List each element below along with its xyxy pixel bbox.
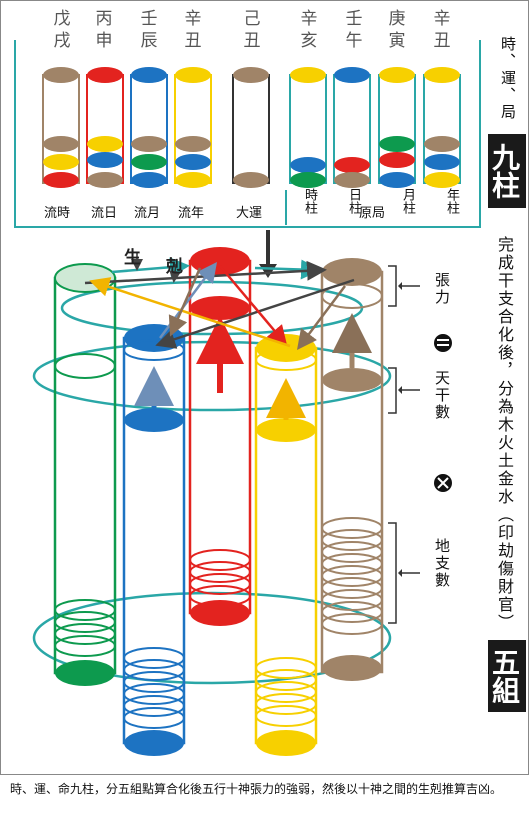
cylinder-yellow [254, 334, 318, 756]
cylinder-liuri [86, 67, 124, 188]
pillar-label: 月柱 [400, 188, 415, 214]
pillar-label: 大運 [236, 206, 263, 221]
pillar-chars: 壬午 [345, 9, 363, 51]
pillar-label: 日柱 [346, 188, 361, 214]
cylinder-yuezhu [378, 67, 416, 188]
right-title: 九柱 [488, 134, 526, 208]
right-label: 時、運、局 [499, 36, 517, 121]
caption: 時、運、命九柱，分五組點算合化後五行十神張力的強弱，然後以十神之間的生剋推算吉凶… [10, 782, 503, 796]
tiangan-label: 天干數 [433, 370, 451, 421]
pillar-label: 流年 [178, 206, 205, 221]
pillar-label: 時柱 [302, 188, 317, 214]
cylinder-blue [122, 324, 186, 756]
pillar-chars: 壬辰 [140, 9, 158, 51]
cylinder-liushi [42, 67, 80, 188]
nine-pillars-box [14, 40, 481, 228]
right-panel-title: 五組 [488, 640, 526, 712]
pillar-label: 年柱 [444, 188, 459, 214]
right-panel-text: 完成干支合化後，分為木火土金水（印劫傷財官） [495, 236, 514, 632]
cylinder-rizhu [333, 67, 371, 188]
cylinder-nianzhu [423, 67, 461, 188]
cylinder-dayun [232, 67, 270, 188]
sheng-label: 生 [124, 248, 141, 268]
pillar-label: 流時 [44, 206, 71, 221]
pillar-chars: 己丑 [243, 9, 261, 51]
pillar-chars: 庚寅 [388, 9, 406, 51]
main-diagram [32, 230, 452, 756]
pillar-chars: 戊戌 [53, 9, 71, 51]
cylinder-red [188, 247, 252, 626]
cylinder-brown [320, 258, 384, 681]
cylinder-shizhu [289, 67, 327, 188]
cylinder-liuyue [130, 67, 168, 188]
cylinder-liunian [174, 67, 212, 188]
pillar-chars: 辛丑 [433, 9, 451, 51]
pillar-label: 原局 [359, 206, 386, 221]
zhangli-label: 張力 [433, 272, 451, 306]
pillar-label: 流日 [91, 206, 118, 221]
ke-label: 剋 [166, 257, 183, 277]
top-cylinders [42, 67, 461, 225]
figure-frame [0, 0, 529, 775]
pillar-chars: 辛亥 [300, 9, 318, 51]
pillar-chars: 辛丑 [184, 9, 202, 51]
pillar-chars: 丙申 [95, 9, 113, 51]
pillar-label: 流月 [134, 206, 161, 221]
dizhi-label: 地支數 [433, 538, 451, 589]
